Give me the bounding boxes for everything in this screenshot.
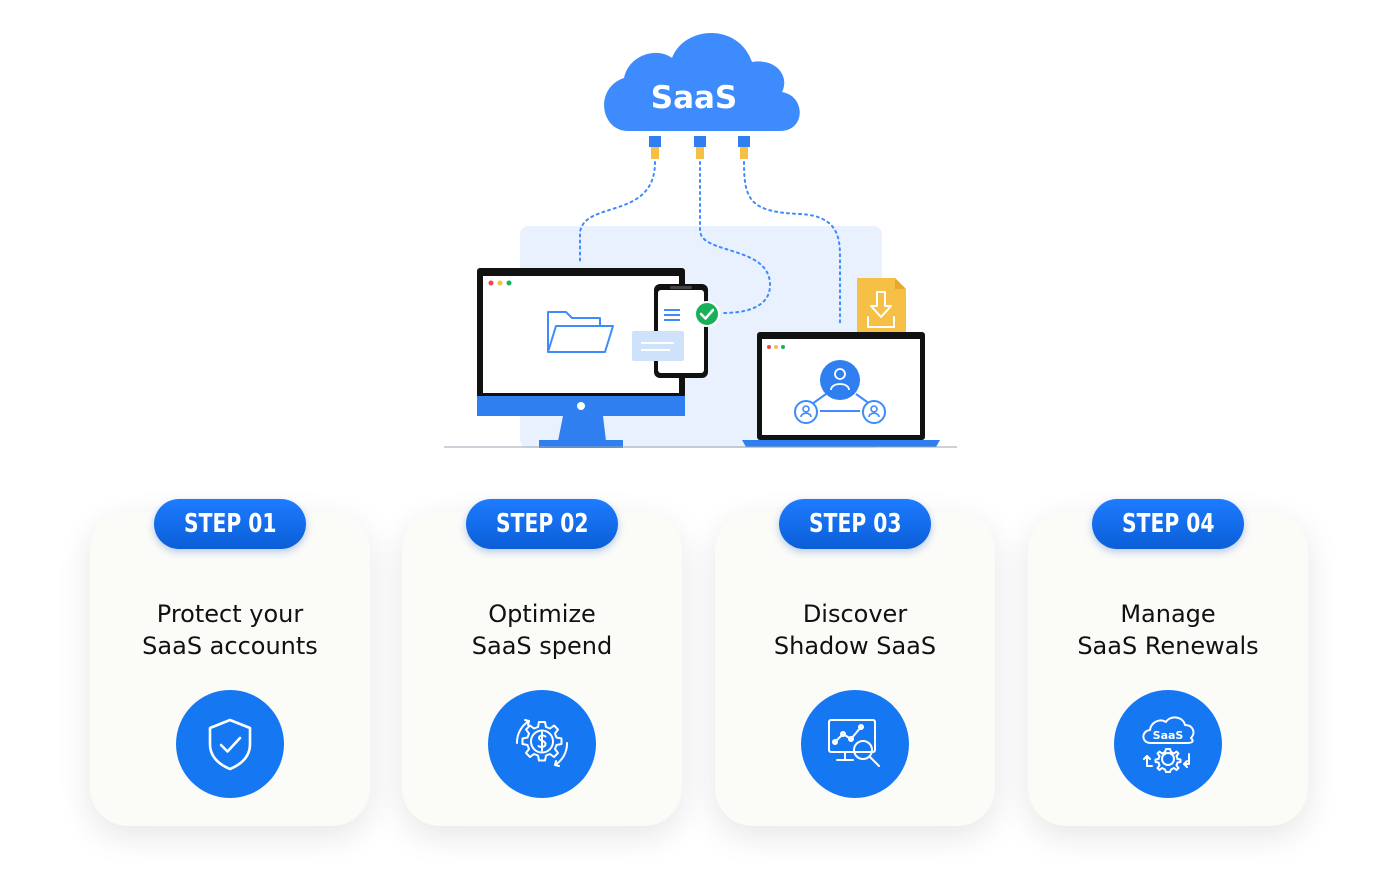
saas-network-illustration: SaaS [444,33,957,448]
saas-cloud-renew-icon: SaaS [1114,690,1222,798]
saas-icon-label: SaaS [1153,729,1184,742]
step-card-1: STEP 01 Protect your SaaS accounts [90,499,370,826]
step-badge: STEP 03 [779,499,931,549]
shield-check-icon [176,690,284,798]
chat-bubble-icon [632,331,684,361]
step-badge: STEP 01 [154,499,306,549]
step-card-3: STEP 03 Discover Shadow SaaS [715,499,995,826]
step-title: Protect your SaaS accounts [142,600,318,660]
step-title: Discover Shadow SaaS [773,600,937,660]
step-title: Manage SaaS Renewals [1077,600,1259,660]
laptop-icon [742,332,940,447]
cloud-label: SaaS [651,80,738,116]
step-badge: STEP 02 [466,499,618,549]
analytics-search-icon [801,690,909,798]
step-badge: STEP 04 [1092,499,1244,549]
check-badge-icon [694,301,720,327]
download-document-icon [857,278,906,346]
saas-cloud-icon: SaaS [604,33,800,131]
step-card-4: STEP 04 Manage SaaS Renewals SaaS [1028,499,1308,826]
user-network-icon [794,360,886,424]
desktop-monitor-icon [477,268,685,448]
step-title: Optimize SaaS spend [471,600,613,660]
phone-icon [632,284,720,378]
step-card-2: STEP 02 Optimize SaaS spend [402,499,682,826]
dollar-gear-icon [488,690,596,798]
folder-icon [547,311,614,353]
cloud-connectors [649,136,750,159]
dotted-connection-lines [579,161,841,327]
